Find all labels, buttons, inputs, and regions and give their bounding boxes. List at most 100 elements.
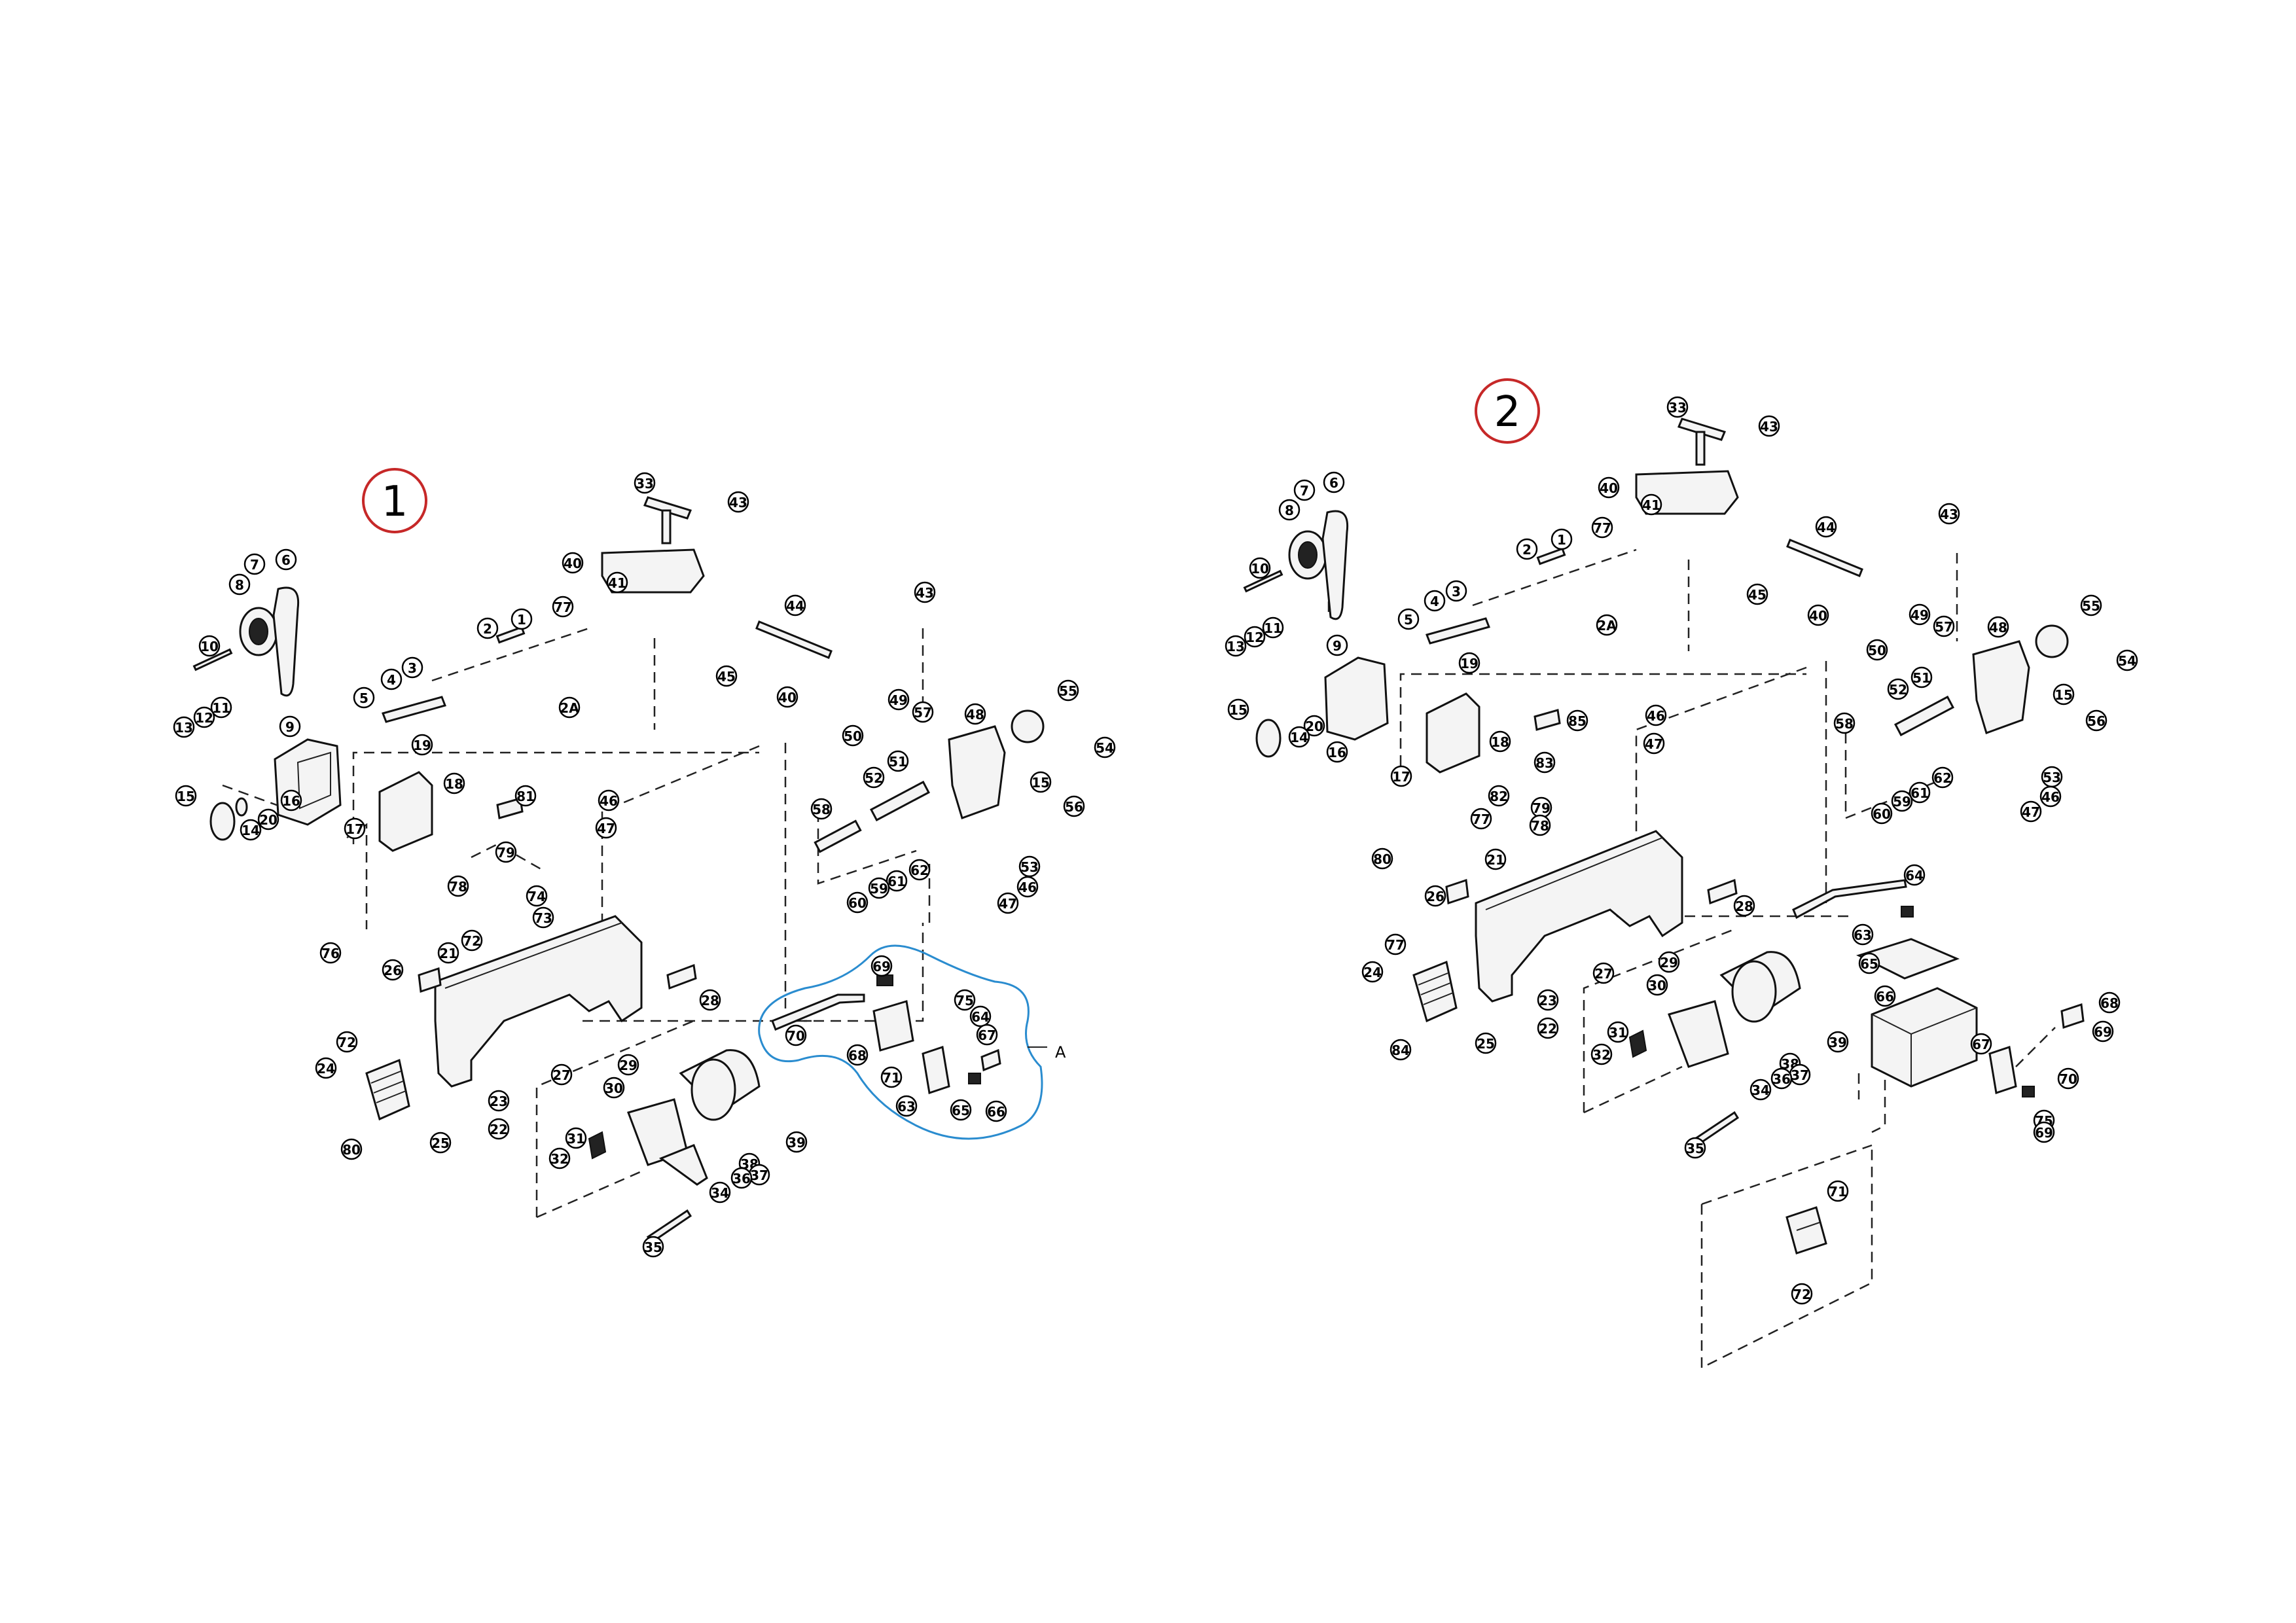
callout: 15 bbox=[1030, 771, 1052, 793]
callout-number: 8 bbox=[1285, 503, 1294, 518]
callout-circle bbox=[447, 875, 469, 897]
callout: 2A bbox=[558, 696, 581, 719]
callout: 35 bbox=[642, 1236, 664, 1258]
callout: 44 bbox=[1815, 516, 1837, 538]
callout: 55 bbox=[2080, 594, 2102, 616]
callout: 33 bbox=[1666, 396, 1689, 418]
callout-number: 5 bbox=[1404, 612, 1413, 628]
callout-number: 9 bbox=[285, 719, 295, 735]
callout-number: 22 bbox=[490, 1122, 508, 1137]
callout-number: 49 bbox=[889, 692, 908, 708]
callout: 73 bbox=[532, 906, 554, 929]
callout: 65 bbox=[1858, 952, 1880, 974]
callout: 9 bbox=[279, 715, 301, 738]
callout-number: 12 bbox=[1246, 630, 1264, 645]
control-module bbox=[1785, 1206, 1827, 1255]
callout-number: 72 bbox=[1793, 1287, 1811, 1302]
callout-circle bbox=[1866, 639, 1888, 661]
callout-circle bbox=[1827, 1180, 1849, 1202]
callout: 56 bbox=[2085, 709, 2108, 732]
callout-circle bbox=[2116, 649, 2138, 671]
callout-number: 43 bbox=[1940, 507, 1958, 522]
callout-number: 2 bbox=[1522, 542, 1532, 558]
callout-number: 11 bbox=[212, 700, 230, 716]
callout-number: 71 bbox=[882, 1070, 901, 1086]
detail-a-outline bbox=[758, 944, 1043, 1140]
callout-circle bbox=[437, 942, 459, 964]
callout-circle bbox=[280, 789, 302, 812]
callout-number: 79 bbox=[1532, 800, 1551, 816]
callout-circle bbox=[598, 789, 620, 812]
callout-circle bbox=[1534, 751, 1556, 774]
callout-number: 6 bbox=[281, 552, 291, 568]
callout-number: 69 bbox=[872, 959, 891, 974]
callout: 17 bbox=[344, 817, 366, 840]
callout-number: 46 bbox=[1647, 708, 1665, 724]
callout-circle bbox=[863, 766, 885, 789]
callout-circle bbox=[1596, 614, 1618, 636]
callout-circle bbox=[1874, 985, 1896, 1007]
callout-circle bbox=[617, 1054, 639, 1076]
callout-number: 40 bbox=[1600, 480, 1618, 496]
callout: 59 bbox=[1891, 790, 1913, 812]
callout-circle bbox=[1591, 516, 1613, 539]
assembly-dash-lines-2 bbox=[1327, 533, 2056, 1370]
callout: 46 bbox=[598, 789, 620, 812]
callout-number: 43 bbox=[1760, 419, 1778, 435]
callout: 58 bbox=[810, 798, 833, 820]
callout: 19 bbox=[1458, 652, 1480, 674]
callout: 67 bbox=[1970, 1033, 1992, 1055]
callout-circle bbox=[1970, 1033, 1992, 1055]
callout-circle bbox=[488, 1118, 510, 1140]
callout-number: 47 bbox=[999, 896, 1017, 912]
callout-number: 41 bbox=[608, 575, 626, 591]
callout: 32 bbox=[1590, 1043, 1613, 1065]
callout-number: 3 bbox=[1452, 584, 1461, 599]
callout-circle bbox=[1640, 493, 1662, 516]
diagram-2-number-badge: 2 bbox=[1475, 378, 1540, 444]
drive-belt-2 bbox=[1321, 510, 1349, 620]
callout-circle bbox=[606, 571, 628, 594]
callout: 26 bbox=[1424, 885, 1446, 907]
callout-number: 55 bbox=[2082, 598, 2100, 614]
callout: 18 bbox=[1489, 730, 1511, 753]
callout-circle bbox=[1384, 933, 1407, 955]
callout-circle bbox=[1326, 634, 1348, 656]
callout-number: 55 bbox=[1059, 683, 1077, 699]
callout-number: 13 bbox=[175, 720, 193, 736]
callout-circle bbox=[257, 808, 279, 830]
callout-circle bbox=[1931, 766, 1954, 789]
callout-number: 72 bbox=[463, 933, 481, 949]
callout: 43 bbox=[1758, 415, 1780, 437]
callout: 68 bbox=[2098, 991, 2121, 1014]
callout: 34 bbox=[709, 1181, 731, 1204]
callout-number: 58 bbox=[1835, 716, 1854, 732]
detail-a-label: A bbox=[1055, 1043, 1066, 1061]
callout: 16 bbox=[1326, 741, 1348, 763]
callout-circle bbox=[634, 472, 656, 494]
callout-number: 37 bbox=[1791, 1067, 1809, 1083]
callout-number: 48 bbox=[1989, 620, 2007, 635]
callout-number: 77 bbox=[1593, 520, 1611, 536]
callout: 78 bbox=[447, 875, 469, 897]
callout: 7 bbox=[243, 553, 266, 575]
callout-number: 41 bbox=[1642, 497, 1660, 513]
callout-circle bbox=[1807, 604, 1829, 626]
callout-number: 39 bbox=[787, 1135, 806, 1150]
callout: 47 bbox=[997, 892, 1019, 914]
callout-number: 10 bbox=[1251, 561, 1269, 577]
callout: 77 bbox=[1591, 516, 1613, 539]
callout-circle bbox=[315, 1057, 337, 1079]
callout: 36 bbox=[1770, 1067, 1793, 1090]
callout-number: 50 bbox=[844, 728, 862, 744]
callout-number: 25 bbox=[1477, 1036, 1495, 1052]
callout-number: 14 bbox=[1290, 730, 1308, 745]
callout-number: 84 bbox=[1391, 1043, 1410, 1058]
callout-number: 71 bbox=[1829, 1184, 1847, 1200]
callout-circle bbox=[870, 955, 893, 977]
callout-circle bbox=[715, 665, 738, 687]
callout: 15 bbox=[1227, 698, 1249, 721]
callout-circle bbox=[846, 1044, 869, 1066]
callout-circle bbox=[548, 1147, 571, 1169]
callout-number: 7 bbox=[250, 557, 259, 573]
